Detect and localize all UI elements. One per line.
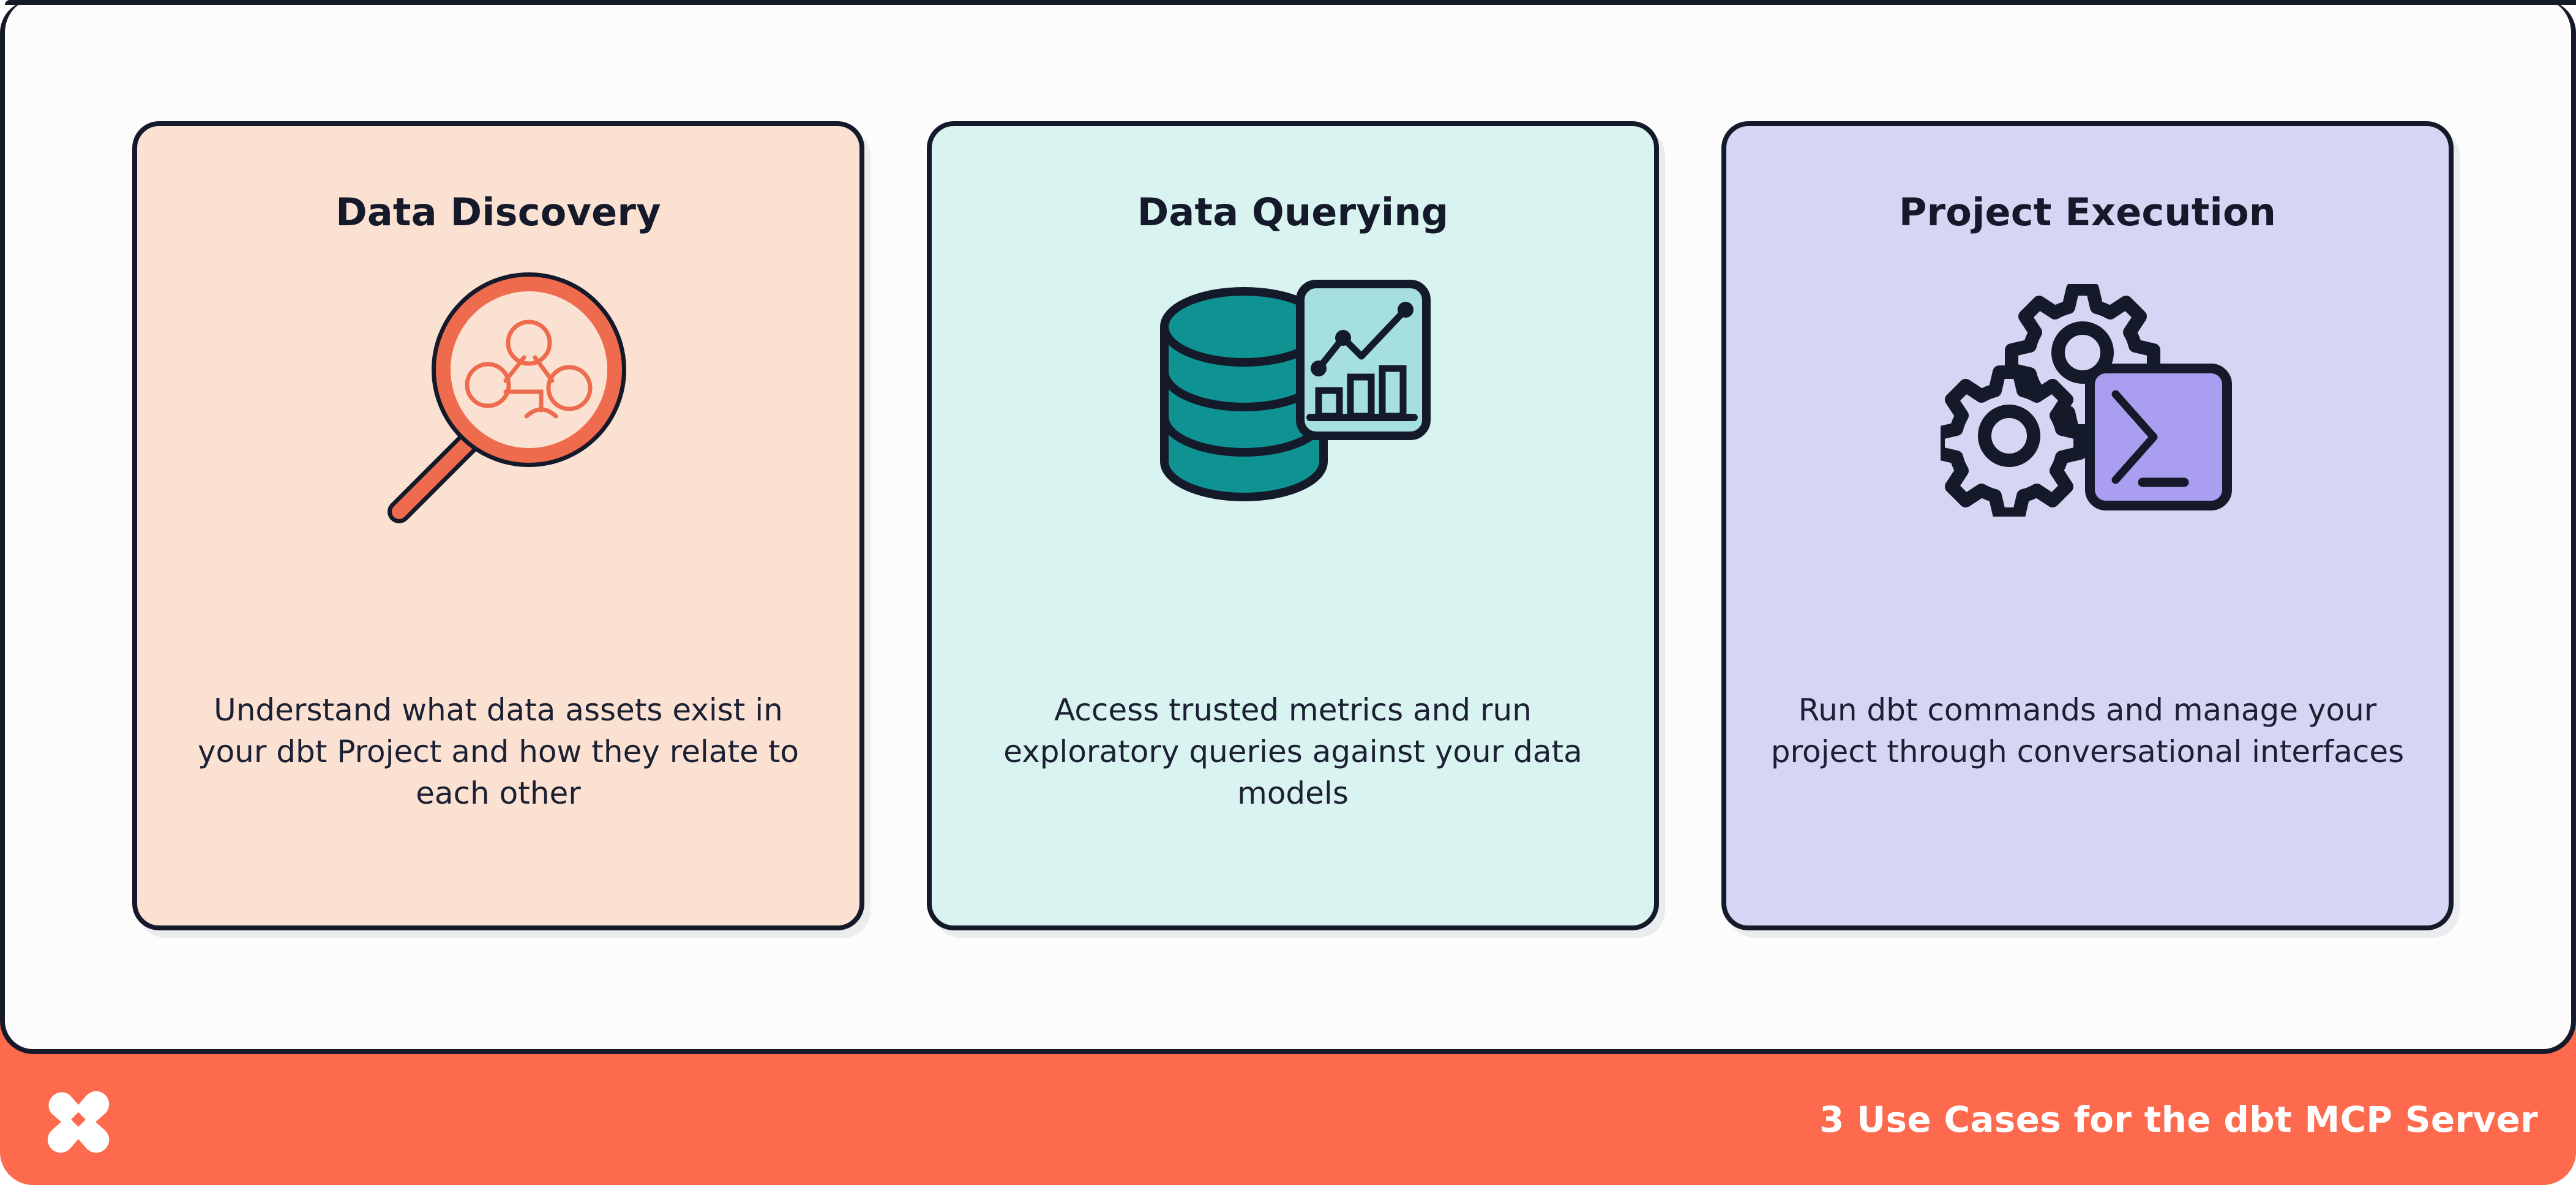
card-title: Data Querying [1137, 190, 1449, 234]
card-body-text: Run dbt commands and manage your project… [1770, 692, 2405, 769]
terminal-window-icon [2085, 364, 2232, 510]
footer-caption: 3 Use Cases for the dbt MCP Server [1819, 1099, 2538, 1140]
card-data-querying[interactable]: Data Querying [927, 121, 1659, 930]
panel-top-edge [5, 0, 2576, 5]
database-chart-icon [932, 272, 1654, 529]
cards-row: Data Discovery [132, 121, 2454, 930]
magnifying-glass-lineage-icon [137, 272, 859, 529]
card-body-text: Understand what data assets exist in you… [197, 692, 799, 811]
gear-icon [1941, 365, 2087, 517]
card-title: Project Execution [1898, 190, 2277, 234]
card-project-execution[interactable]: Project Execution [1721, 121, 2454, 930]
content-panel: Data Discovery [0, 0, 2576, 1054]
card-body-text: Access trusted metrics and run explorato… [1003, 692, 1582, 811]
card-title: Data Discovery [335, 190, 661, 234]
footer-bar: 3 Use Cases for the dbt MCP Server [0, 1054, 2576, 1185]
dbt-logo-icon [38, 1079, 119, 1160]
card-data-discovery[interactable]: Data Discovery [132, 121, 864, 930]
gears-terminal-icon [1726, 272, 2449, 529]
